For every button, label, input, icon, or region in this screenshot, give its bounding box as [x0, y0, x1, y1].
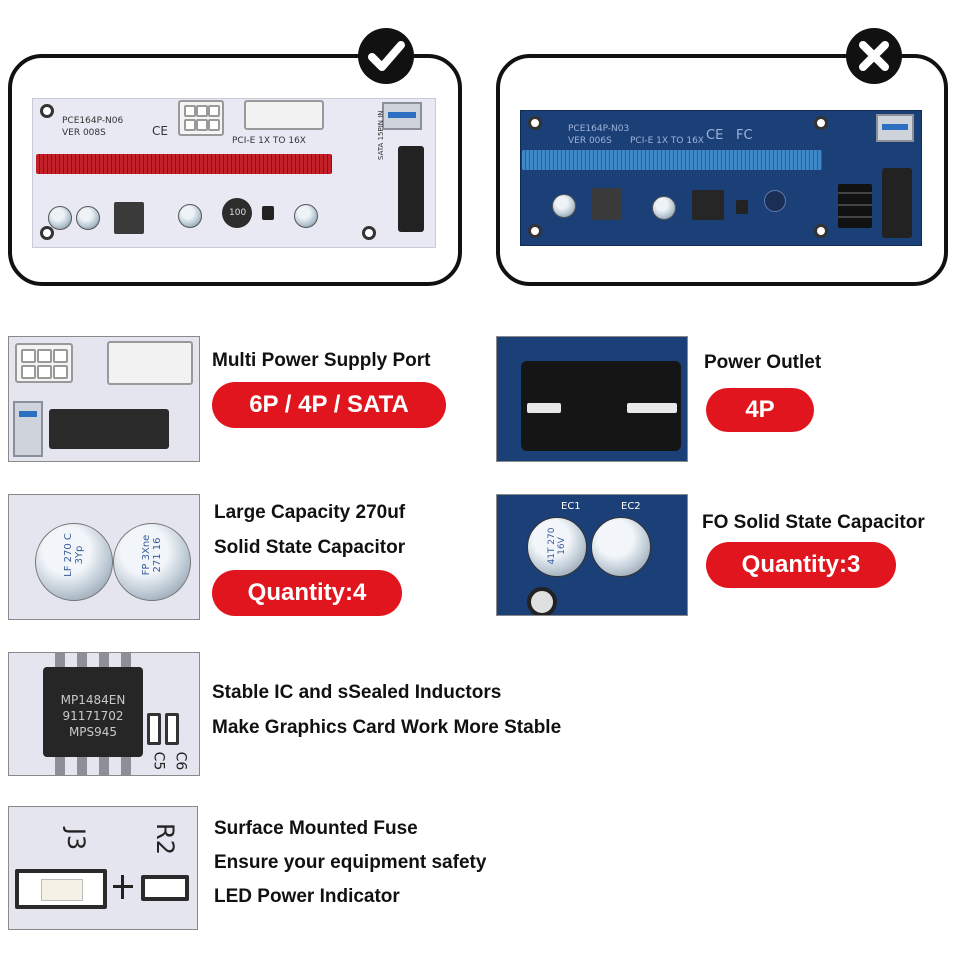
board-model-label: PCE164P-N03: [568, 124, 630, 134]
capacitor-marking: 41T 270 16V: [547, 527, 567, 565]
board-version-label: VER 006S: [568, 136, 612, 146]
large-capacitor-thumbnail: LF 270 C 3Yp FP 3Xne 271 16: [8, 494, 200, 620]
power-port-badge: 6P / 4P / SATA: [212, 382, 446, 428]
power-outlet-thumbnail: [496, 336, 688, 462]
ic-pins-top: [49, 653, 141, 669]
board-model-label: PCE164P-N06: [62, 116, 124, 126]
r2-label: R2: [150, 823, 179, 855]
large-capacitor-line2: Solid State Capacitor: [214, 537, 406, 558]
ic-chip: MP1484EN 91171702 MPS945: [43, 667, 143, 757]
mosfet-chip: [114, 202, 144, 234]
capacitor: FP 3Xne 271 16: [113, 523, 191, 601]
ce-mark: CE: [152, 124, 168, 138]
mount-hole: [814, 224, 828, 238]
good-riser-board: PCE164P-N06 VER 008S PCI-E 1X TO 16X CE …: [32, 98, 436, 248]
mount-hole: [40, 104, 54, 118]
capacitor: [294, 204, 318, 228]
board-version-label: VER 008S: [62, 128, 106, 138]
bad-riser-board: PCE164P-N03 VER 006S PCI-E 1X TO 16X CE …: [520, 110, 922, 246]
power-connector: [882, 168, 912, 238]
mount-hole: [527, 587, 557, 615]
mount-hole: [814, 116, 828, 130]
slot-label: PCI-E 1X TO 16X: [232, 136, 306, 146]
bad-board-frame: PCE164P-N03 VER 006S PCI-E 1X TO 16X CE …: [496, 54, 948, 286]
power-outlet-badge: 4P: [706, 388, 814, 432]
pcie-x16-slot: [36, 154, 332, 174]
sata-label: SATA 15PIN IN: [377, 110, 385, 160]
inductor-label: 100: [229, 208, 247, 218]
ce-mark: CE: [706, 128, 724, 143]
fc-mark: FC: [736, 128, 753, 143]
mount-hole: [40, 226, 54, 240]
checkmark-icon: [368, 41, 405, 71]
connector-latch: [627, 403, 677, 413]
capacitor-marking: LF 270 C 3Yp: [63, 533, 85, 577]
large-capacitor-badge: Quantity:4: [212, 570, 402, 616]
power-outlet-title: Power Outlet: [704, 352, 822, 373]
capacitor: LF 270 C 3Yp: [35, 523, 113, 601]
stable-ic-line1: Stable IC and sSealed Inductors: [212, 682, 502, 703]
stable-ic-line2: Make Graphics Card Work More Stable: [212, 717, 562, 738]
large-capacitor-line1: Large Capacity 270uf: [214, 502, 406, 523]
fuse-component: [15, 869, 107, 909]
bad-badge: [846, 28, 902, 84]
plus-mark: [121, 875, 124, 899]
usb-port: [382, 102, 422, 130]
fuse-line1: Surface Mounted Fuse: [214, 818, 418, 839]
capacitor: [652, 196, 676, 220]
power-port-title: Multi Power Supply Port: [212, 350, 431, 371]
capacitor: [591, 517, 651, 577]
capacitor: [48, 206, 72, 230]
stable-ic-thumbnail: MP1484EN 91171702 MPS945 C5 C6: [8, 652, 200, 776]
capacitor: [76, 206, 100, 230]
usb-port: [13, 401, 43, 457]
mount-hole: [528, 116, 542, 130]
buzzer: [764, 190, 786, 212]
mosfet-chip: [592, 188, 622, 220]
fo-capacitor-title: FO Solid State Capacitor: [702, 512, 925, 533]
six-pin-connector: [178, 100, 224, 136]
chip-marking-1: MP1484EN: [60, 693, 126, 707]
chip-marking-2: 91171702: [62, 709, 124, 723]
sata-connector: [398, 146, 424, 232]
fuse-thumbnail: J3 R2: [8, 806, 198, 930]
c6-label: C6: [172, 751, 189, 771]
c5-label: C5: [150, 751, 167, 771]
ic-pins-bottom: [49, 757, 141, 775]
fuse-line3: LED Power Indicator: [214, 886, 400, 907]
led-indicator: [141, 875, 189, 901]
good-board-frame: PCE164P-N06 VER 008S PCI-E 1X TO 16X CE …: [8, 54, 462, 286]
mount-hole: [362, 226, 376, 240]
ic-chip: [736, 200, 748, 214]
capacitor: [552, 194, 576, 218]
sata-connector: [49, 409, 169, 449]
ic-chip: [262, 206, 274, 220]
mount-hole: [528, 224, 542, 238]
smd-pad: [147, 713, 161, 745]
capacitor: [178, 204, 202, 228]
inductor: [692, 190, 724, 220]
power-port-thumbnail: [8, 336, 200, 462]
capacitor: 41T 270 16V: [527, 517, 587, 577]
good-badge: [358, 28, 414, 84]
ec1-label: EC1: [561, 501, 581, 512]
fo-capacitor-badge: Quantity:3: [706, 542, 896, 588]
four-pin-header: [838, 184, 872, 228]
chip-marking-3: MPS945: [68, 725, 118, 739]
six-pin-connector: [15, 343, 73, 383]
x-mark-icon: [859, 41, 889, 71]
capacitor-marking: FP 3Xne 271 16: [141, 534, 163, 576]
molex-connector: [244, 100, 324, 130]
smd-pad: [165, 713, 179, 745]
connector-latch: [527, 403, 561, 413]
fo-capacitor-thumbnail: EC1 EC2 41T 270 16V: [496, 494, 688, 616]
ec2-label: EC2: [621, 501, 641, 512]
pcie-x16-slot: [522, 150, 822, 170]
fuse-line2: Ensure your equipment safety: [214, 852, 487, 873]
slot-label: PCI-E 1X TO 16X: [630, 136, 704, 146]
j3-label: J3: [62, 827, 91, 851]
inductor: [222, 198, 252, 228]
usb-port: [876, 114, 914, 142]
molex-connector: [107, 341, 193, 385]
